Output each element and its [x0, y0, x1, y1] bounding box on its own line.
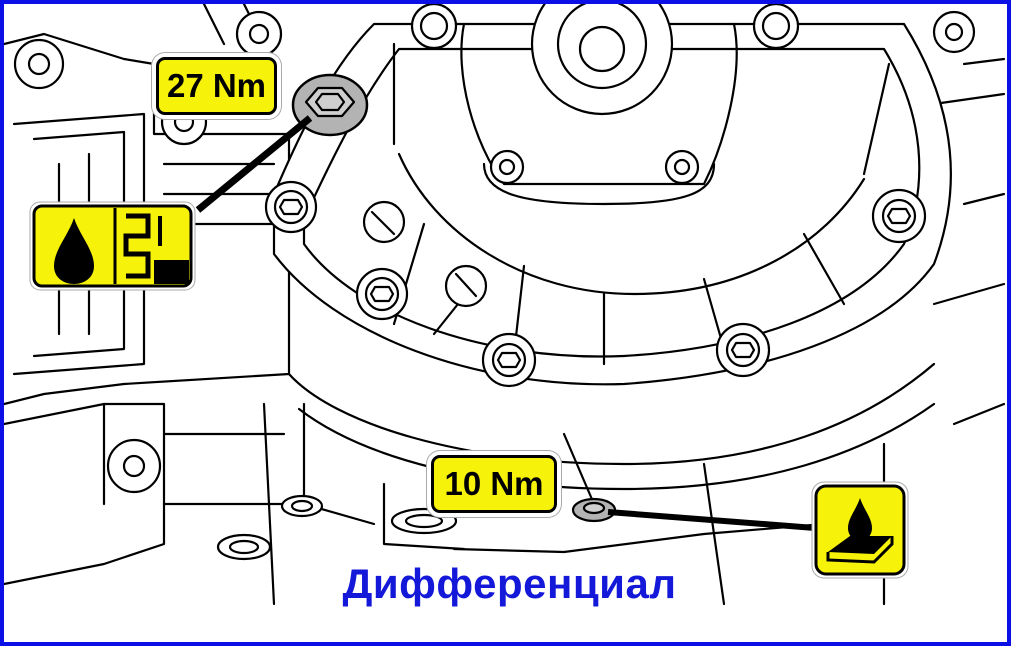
bolt	[715, 322, 771, 378]
differential-cover	[272, 4, 952, 386]
lower-housing	[287, 10, 1006, 606]
bolt	[481, 332, 537, 388]
bolt	[410, 4, 458, 50]
transmission-drawing	[4, 4, 1006, 606]
bolt	[752, 4, 800, 50]
torque-label-drain-plug: 10 Nm	[431, 455, 557, 513]
torque-label-fill-plug: 27 Nm	[156, 57, 277, 115]
drain-plug	[571, 497, 617, 523]
bolt	[355, 267, 409, 321]
bolt	[664, 149, 700, 185]
leader-lines	[195, 115, 816, 531]
oil-fill-check-icon	[29, 201, 196, 291]
bolt	[489, 149, 525, 185]
bolt	[264, 180, 318, 234]
oil-drain-icon	[811, 481, 909, 579]
bolt	[871, 188, 927, 244]
diagram-title: Дифференциал	[342, 560, 677, 607]
cover-bolts	[264, 4, 927, 388]
